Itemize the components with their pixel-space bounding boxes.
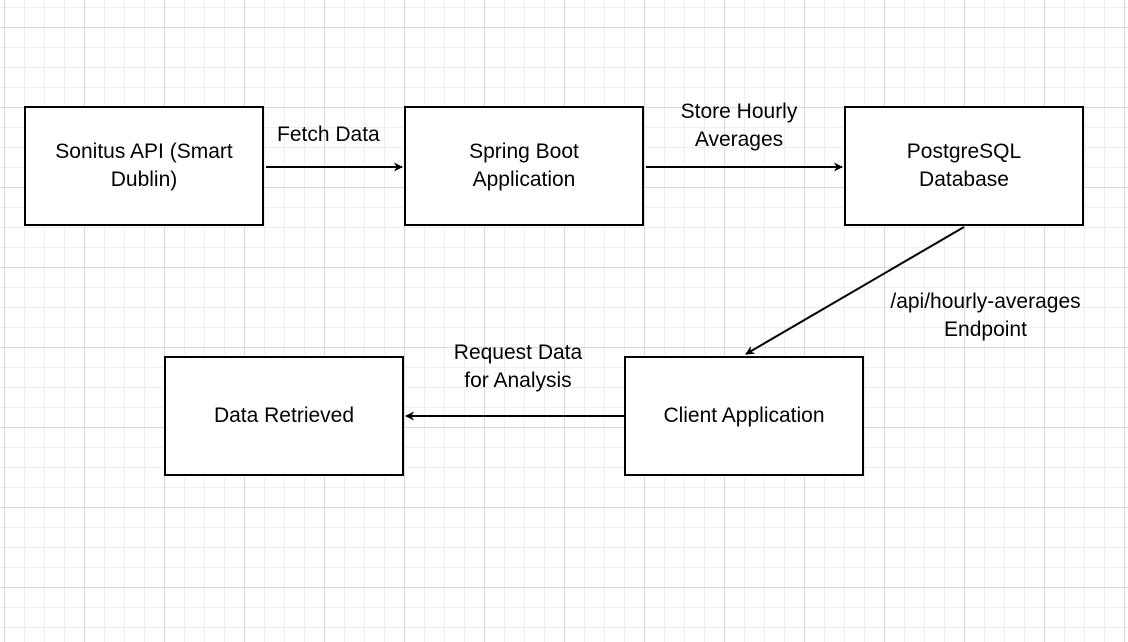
- edge-label-fetch-data: Fetch Data: [277, 123, 380, 146]
- node-sonitus-api-label: Sonitus API (Smart Dublin): [55, 140, 233, 191]
- node-postgresql-database[interactable]: PostgreSQL Database: [844, 106, 1084, 226]
- node-client-application-label: Client Application: [663, 404, 825, 427]
- node-spring-boot-application-label: Spring Boot Application: [469, 140, 579, 191]
- node-client-application[interactable]: Client Application: [624, 356, 864, 476]
- node-spring-boot-application[interactable]: Spring Boot Application: [404, 106, 644, 226]
- node-data-retrieved[interactable]: Data Retrieved: [164, 356, 404, 476]
- edge-label-api-endpoint: /api/hourly-averages Endpoint: [890, 290, 1081, 341]
- edge-postgres-to-client[interactable]: [745, 226, 965, 355]
- node-postgresql-database-label: PostgreSQL Database: [906, 140, 1022, 191]
- edge-label-store-hourly-averages: Store Hourly Averages: [680, 100, 798, 151]
- node-data-retrieved-label: Data Retrieved: [213, 404, 355, 427]
- edge-label-request-data: Request Data for Analysis: [453, 341, 583, 392]
- node-sonitus-api[interactable]: Sonitus API (Smart Dublin): [24, 106, 264, 226]
